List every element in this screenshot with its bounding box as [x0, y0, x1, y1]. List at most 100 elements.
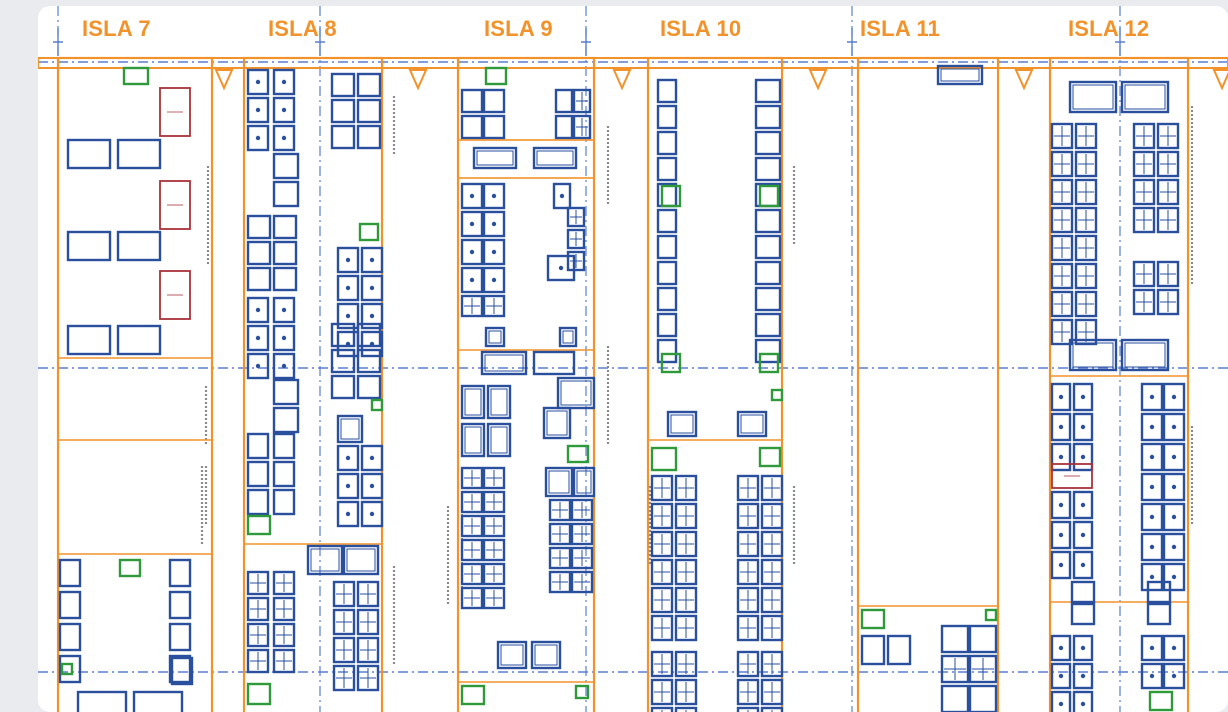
isla9-pod-18-inner	[534, 644, 558, 666]
isla8-green-0	[358, 222, 380, 242]
isla12-col-k-5-dot	[1149, 544, 1155, 550]
isla10-right-8-outer	[754, 286, 782, 312]
isla12-pod-2-outer	[1146, 580, 1172, 604]
isla8-col-b-2-dot	[281, 135, 287, 141]
isla12-col-l-2-outer	[1162, 442, 1186, 472]
isla12-col-l-5-dot	[1171, 544, 1177, 550]
isla12-col-b-6-outer	[1074, 290, 1098, 318]
isla10-col-d-3-outer	[760, 558, 784, 586]
isla9-col-k-1-outer	[548, 522, 572, 546]
isla9-col-k-2-outer	[548, 546, 572, 570]
isla8-col-p-0-outer	[360, 444, 384, 472]
isla12-col-a-4-outer	[1050, 234, 1074, 262]
isla8-col-d-1-outer	[356, 98, 382, 124]
isla9-col-b-0-outer	[482, 88, 506, 114]
isla9-col-h-0-outer	[566, 206, 586, 228]
isla9-col-g-0-outer	[552, 182, 572, 210]
isla12-col-h-2-dot	[1080, 454, 1086, 460]
isla9-col-f-3-outer	[482, 266, 506, 294]
isla9-col-k-3-outer	[548, 570, 572, 594]
isla12-col-j-2-dot	[1080, 562, 1086, 568]
isla10-green-small	[770, 388, 784, 402]
isla8-col-s-3-outer	[332, 664, 356, 692]
isla9-col-i-1-outer	[460, 490, 484, 514]
isla8-col-d-0-outer	[356, 72, 382, 98]
isla12-col-k-2-dot	[1149, 454, 1155, 460]
isla10-green-right2	[758, 352, 780, 374]
isla8-col-l-2-outer	[356, 374, 382, 400]
isla9-col-a-1-outer	[460, 114, 484, 140]
isla8-col-j-3-outer	[360, 330, 384, 358]
isla10-green-1	[650, 446, 678, 472]
isla8-col-f-2-outer	[272, 266, 298, 292]
isla7-left-col-1-outer	[58, 590, 82, 620]
isla10-left-8-outer	[656, 286, 678, 312]
isla10-left-6-outer	[656, 234, 678, 260]
isla-11-label: ISLA 11	[860, 16, 941, 41]
isla12-col-g-2-dot	[1058, 454, 1064, 460]
isla12-col-o-0-outer	[1140, 634, 1164, 662]
isla8-col-g-2-dot	[255, 363, 261, 369]
isla12-col-p-1-outer	[1162, 662, 1186, 690]
isla12-col-l-4-outer	[1162, 502, 1186, 532]
isla12-pod-mid-1-outer	[1120, 338, 1170, 372]
isla7-pod-side-outer	[170, 656, 194, 686]
isla8-col-q-1-outer	[246, 596, 270, 622]
isla7-pod-4-outer	[66, 324, 112, 356]
isla10-col-c-2-outer	[736, 530, 760, 558]
isla8-col-r-3-outer	[272, 648, 296, 674]
isla12-col-d-1-outer	[1156, 150, 1180, 178]
isla9-col-e-3-dot	[469, 277, 475, 283]
isla12-col-i-2-outer	[1050, 550, 1072, 580]
isla-8-outline	[242, 56, 384, 712]
isla8-col-o-2-dot	[345, 511, 351, 517]
isla12-col-d-3-outer	[1156, 206, 1180, 234]
isla12-col-l-3-dot	[1171, 484, 1177, 490]
isla10-col-d-4-outer	[760, 586, 784, 614]
isla12-col-k-1-outer	[1140, 412, 1164, 442]
isla12-green-0	[1148, 690, 1174, 712]
isla9-col-f-0-outer	[482, 182, 506, 210]
isla12-col-k-3-dot	[1149, 484, 1155, 490]
isla12-col-m-1-dot	[1058, 673, 1064, 679]
isla12-col-h-0-dot	[1080, 394, 1086, 400]
isla12-col-j-1-outer	[1072, 520, 1094, 550]
isla9-pod-15-inner	[548, 470, 570, 494]
isla10-col-c-4-outer	[736, 586, 760, 614]
isla8-pod-5-inner	[310, 548, 340, 572]
isla12-col-h-2-outer	[1072, 442, 1094, 472]
isla7-bottom-0-outer	[76, 690, 128, 712]
isla9-green-small	[574, 684, 590, 700]
isla10-col-g-1-outer	[736, 678, 760, 706]
isla9-col-i-2-outer	[460, 514, 484, 538]
isla10-left-5-outer	[656, 208, 678, 234]
isla12-col-k-4-outer	[1140, 502, 1164, 532]
isla10-col-b-0-outer	[674, 474, 698, 502]
isla7-bottom-1-outer	[132, 690, 184, 712]
isla8-col-i-1-outer	[336, 274, 360, 302]
isla12-col-d-2-outer	[1156, 178, 1180, 206]
triangle-marker-2	[612, 69, 632, 91]
isla10-col-a-3-outer	[650, 558, 674, 586]
isla8-col-l-1-outer	[356, 348, 382, 374]
isla8-col-t-0-outer	[356, 580, 380, 608]
isla10-right-9-outer	[754, 312, 782, 338]
isla8-col-c-2-outer	[330, 124, 356, 150]
isla10-col-b-2-outer	[674, 530, 698, 558]
isla9-col-k-0-outer	[548, 498, 572, 522]
isla9-pod-12-inner	[490, 426, 508, 454]
isla-10-outline	[646, 56, 784, 712]
isla9-col-f-1-outer	[482, 210, 506, 238]
isla12-col-l-4-dot	[1171, 514, 1177, 520]
isla12-col-p-1-dot	[1171, 673, 1177, 679]
isla10-col-d-0-outer	[760, 474, 784, 502]
isla8-green-1	[246, 514, 272, 536]
isla12-col-o-0-dot	[1149, 645, 1155, 651]
isla8-col-n-0-outer	[272, 432, 296, 460]
isla12-col-l-2-dot	[1171, 454, 1177, 460]
isla8-col-h-2-dot	[281, 363, 287, 369]
isla9-col-i-3-outer	[460, 538, 484, 562]
isla8-col-c-1-outer	[330, 98, 356, 124]
isla7-red-0	[159, 87, 191, 137]
isla10-col-f-1-outer	[674, 678, 698, 706]
